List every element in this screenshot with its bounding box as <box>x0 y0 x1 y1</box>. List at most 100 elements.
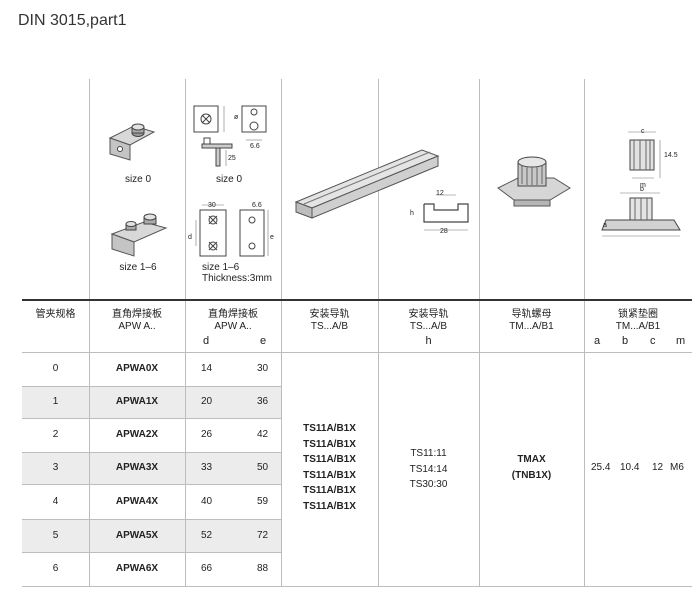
col-divider-3 <box>281 79 282 586</box>
cell-size: 0 <box>52 363 59 374</box>
rail-dim-28: 28 <box>440 228 448 235</box>
cell-e: 72 <box>257 530 269 541</box>
dim-size0-66: 6.6 <box>250 143 260 150</box>
rail-section-drawing <box>423 194 469 231</box>
cell-size: 2 <box>52 429 59 440</box>
washer-dim-m: m <box>640 182 646 189</box>
rail-code: TS11A/B1X <box>303 454 356 465</box>
nut-code-line1: TMAX <box>517 454 546 465</box>
cell-d: 66 <box>201 563 213 574</box>
cell-code: APWA2X <box>115 429 159 440</box>
rail-code: TS11A/B1X <box>303 423 356 434</box>
cell-e: 59 <box>257 496 269 507</box>
header-col5-cn: 安装导轨 <box>408 309 449 320</box>
washer-dim-145: 14.5 <box>664 152 678 159</box>
washer-a: 25.4 <box>591 462 611 473</box>
rail-h-value: TS30:30 <box>409 479 448 490</box>
washer-b: 10.4 <box>620 462 640 473</box>
apwa-size0-illustration <box>108 123 156 161</box>
cell-d: 20 <box>201 396 213 407</box>
cell-d: 14 <box>201 363 213 374</box>
cell-d: 33 <box>201 462 213 473</box>
rail-nut-illustration <box>497 156 571 207</box>
washer-m: M6 <box>670 462 684 473</box>
header-col3-e: e <box>260 335 267 347</box>
row-rule-1 <box>22 386 281 387</box>
washer-dim-a: a <box>603 222 607 229</box>
rail-code-list: TS11A/B1X TS11A/B1X TS11A/B1X TS11A/B1X … <box>281 421 378 514</box>
cell-d: 26 <box>201 429 213 440</box>
col-divider-1 <box>89 79 90 586</box>
header-col3-cn: 直角焊接板 <box>208 309 258 320</box>
header-col7-cn: 锁紧垫圈 <box>618 309 658 320</box>
nut-code-line2: (TNB1X) <box>511 469 552 481</box>
cell-size: 5 <box>52 530 59 541</box>
rail-h-list: TS11:11 TS14:14 TS30:30 <box>378 446 479 493</box>
col-divider-2 <box>185 79 186 586</box>
rail-dim-12: 12 <box>436 190 444 197</box>
apwa-size0-label: size 0 <box>124 174 152 185</box>
header-col2-en: APW A.. <box>118 321 156 332</box>
header-col7-c: c <box>650 335 656 347</box>
rail-code: TS11A/B1X <box>303 485 356 496</box>
apwa-size1-6-label: size 1–6 <box>119 262 157 273</box>
header-col4-cn: 安装导轨 <box>309 309 350 320</box>
header-top-rule <box>22 299 692 301</box>
cell-code: APWA1X <box>115 396 159 407</box>
washer-dim-b: b <box>640 186 644 193</box>
nut-code: TMAX (TNB1X) <box>479 452 584 483</box>
cell-code: APWA4X <box>115 496 159 507</box>
apwa-size1-6-illustration <box>110 213 168 257</box>
rail-illustration <box>294 149 440 219</box>
washer-bottom-drawing <box>601 192 681 237</box>
header-col3-d: d <box>203 335 210 347</box>
header-col4-en: TS...A/B <box>310 321 349 332</box>
thickness-label: Thickness:3mm <box>202 273 273 284</box>
row-rule-2 <box>22 418 281 419</box>
dim-large-e: e <box>270 234 274 241</box>
header-col5-h: h <box>425 335 432 347</box>
cell-d: 52 <box>201 530 213 541</box>
cell-size: 6 <box>52 563 59 574</box>
cell-size: 1 <box>52 396 59 407</box>
header-col6-cn: 导轨螺母 <box>511 309 552 320</box>
dim-large-d: d <box>188 234 192 241</box>
dim-large-66: 6.6 <box>252 202 262 209</box>
cell-e: 30 <box>257 363 269 374</box>
page-title: DIN 3015,part1 <box>18 12 127 29</box>
header-col3-en: APW A.. <box>214 321 252 332</box>
row-rule-6 <box>22 552 281 553</box>
dim-drawing-size0 <box>193 105 267 167</box>
header-bottom-rule <box>22 352 692 353</box>
dim-size0-label: size 0 <box>215 174 243 185</box>
washer-dim-c: c <box>641 128 645 135</box>
cell-code: APWA0X <box>115 363 159 374</box>
rail-h-value: TS11:11 <box>410 448 447 459</box>
cell-d: 40 <box>201 496 213 507</box>
table-bottom-rule <box>22 586 692 587</box>
dim-drawing-size1-6 <box>195 204 269 257</box>
header-col7-m: m <box>676 335 686 347</box>
header-col6-en: TM...A/B1 <box>509 321 554 332</box>
cell-e: 88 <box>257 563 269 574</box>
cell-size: 4 <box>52 496 59 507</box>
rail-code: TS11A/B1X <box>303 438 356 450</box>
cell-code: APWA6X <box>115 563 159 574</box>
row-rule-3 <box>22 452 281 453</box>
dim-size0-25: 25 <box>228 155 236 162</box>
washer-c: 12 <box>652 462 664 473</box>
col-divider-6 <box>584 79 585 586</box>
dim-large-30: 30 <box>208 202 216 209</box>
cell-e: 36 <box>257 396 269 407</box>
header-col7-en: TM...A/B1 <box>615 321 661 332</box>
header-col7-a: a <box>594 335 601 347</box>
cell-e: 50 <box>257 462 269 473</box>
row-shade-1 <box>22 386 281 418</box>
row-shade-3 <box>22 452 281 484</box>
cell-code: APWA3X <box>115 462 159 473</box>
header-col1: 管夹规格 <box>35 309 76 320</box>
cell-code: APWA5X <box>115 530 159 541</box>
rail-h-value: TS14:14 <box>409 463 448 475</box>
dim-size0-ø: ø <box>234 114 239 121</box>
washer-top-drawing <box>628 131 661 179</box>
